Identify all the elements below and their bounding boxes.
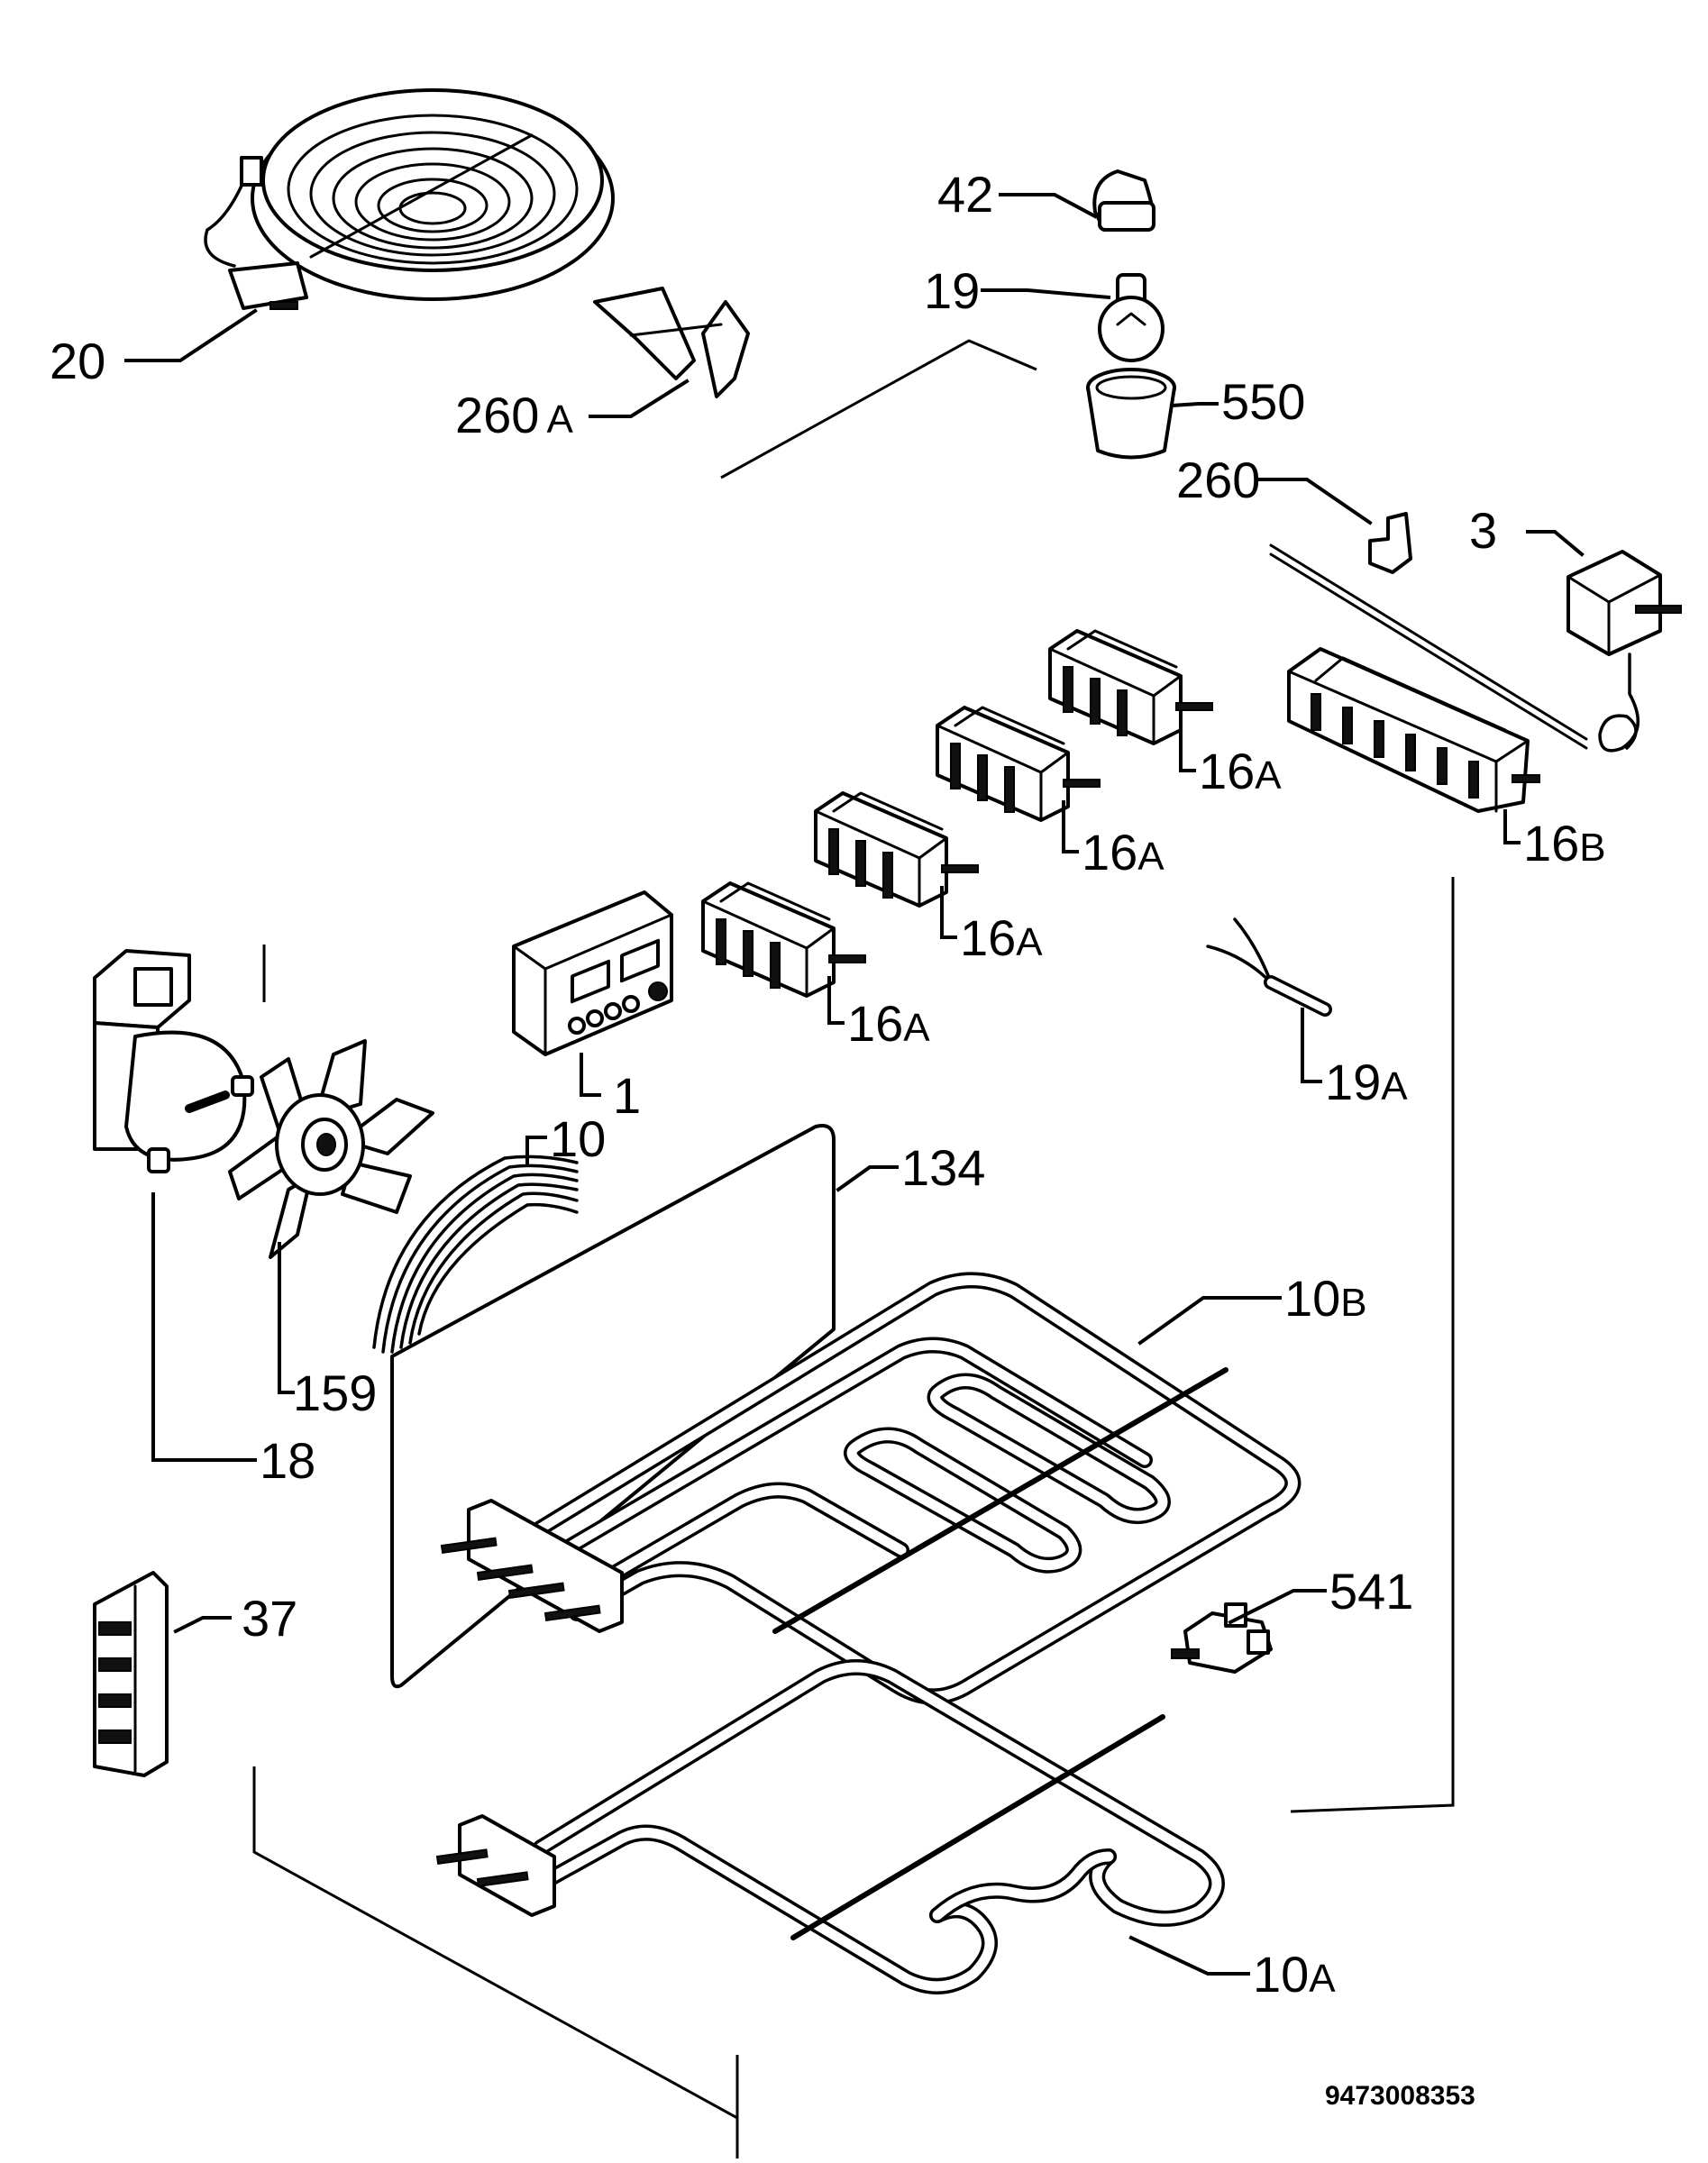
terminal-block — [93, 1571, 169, 1777]
label-550: 550 — [1221, 373, 1305, 430]
selector-switch — [936, 706, 1101, 822]
bracket-clip — [593, 287, 750, 398]
label-260: 260 — [1176, 452, 1260, 508]
hotplate — [204, 88, 615, 310]
label-16a-3: 16A — [960, 909, 1043, 966]
drawing-reference-number: 9473008353 — [1325, 2081, 1475, 2111]
label-10b: 10B — [1284, 1270, 1367, 1327]
selector-switch — [1048, 629, 1213, 745]
leader-lines — [124, 193, 1585, 1976]
label-20: 20 — [50, 333, 105, 389]
label-134: 134 — [901, 1139, 985, 1196]
label-159: 159 — [293, 1364, 377, 1421]
label-541: 541 — [1329, 1563, 1413, 1620]
grill-element — [440, 1272, 1302, 1705]
selector-switch-large — [1287, 647, 1540, 813]
clip-and-rod — [1269, 512, 1588, 750]
label-10: 10 — [550, 1110, 606, 1167]
clock-timer — [512, 890, 673, 1056]
frame-lines — [252, 339, 1455, 2158]
fan-motor — [93, 949, 254, 1173]
circular-element — [372, 1155, 579, 1354]
label-18: 18 — [260, 1432, 315, 1489]
label-19: 19 — [924, 262, 980, 319]
bottom-element — [435, 1659, 1225, 1994]
label-16a-4: 16A — [847, 995, 930, 1052]
label-37: 37 — [242, 1590, 297, 1647]
label-16a-2: 16A — [1082, 824, 1165, 881]
label-16b: 16B — [1523, 815, 1606, 872]
label-16a-1: 16A — [1199, 743, 1282, 799]
selector-switch — [701, 881, 866, 998]
label-42: 42 — [937, 166, 993, 223]
label-1: 1 — [613, 1067, 641, 1124]
label-19a: 19A — [1325, 1054, 1408, 1110]
temperature-probe — [1206, 917, 1332, 1017]
fan-blade — [228, 1039, 434, 1259]
selector-switch — [814, 791, 979, 908]
label-3: 3 — [1469, 502, 1497, 559]
lamp-holder — [1086, 368, 1176, 460]
label-10a: 10A — [1253, 1946, 1336, 2003]
thermostat — [1566, 550, 1682, 753]
terminal-connector — [1171, 1602, 1273, 1674]
lamp-cover — [1092, 169, 1155, 232]
lamp-bulb — [1098, 273, 1165, 362]
